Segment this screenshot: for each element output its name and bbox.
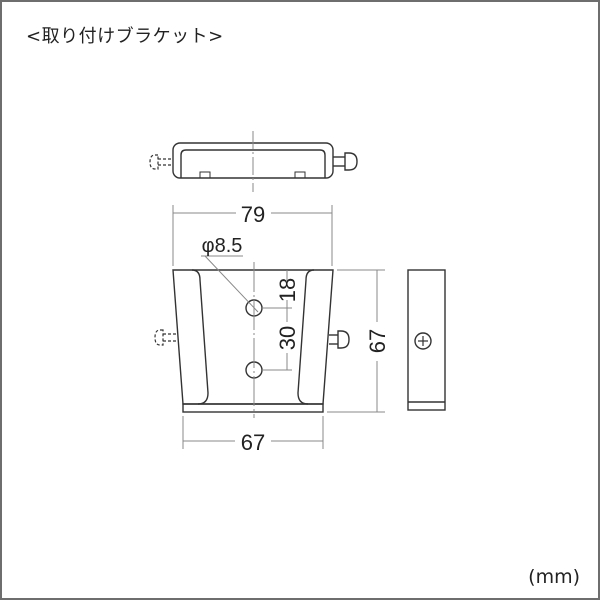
dim-hole-diameter: φ8.5: [202, 235, 243, 257]
dim-hole-spacing: 30: [275, 326, 300, 350]
dim-top-width: 79: [241, 202, 265, 227]
dim-height: 67: [365, 329, 390, 353]
dim-bottom-width: 67: [241, 430, 265, 455]
drawing-title: <取り付けブラケット>: [26, 26, 224, 47]
unit-label: (mm): [528, 566, 580, 588]
side-view: [407, 269, 446, 411]
dim-hole-top-offset: 18: [275, 278, 300, 302]
top-view: [149, 131, 358, 192]
front-view: [154, 262, 350, 418]
dimensions: [172, 205, 385, 449]
